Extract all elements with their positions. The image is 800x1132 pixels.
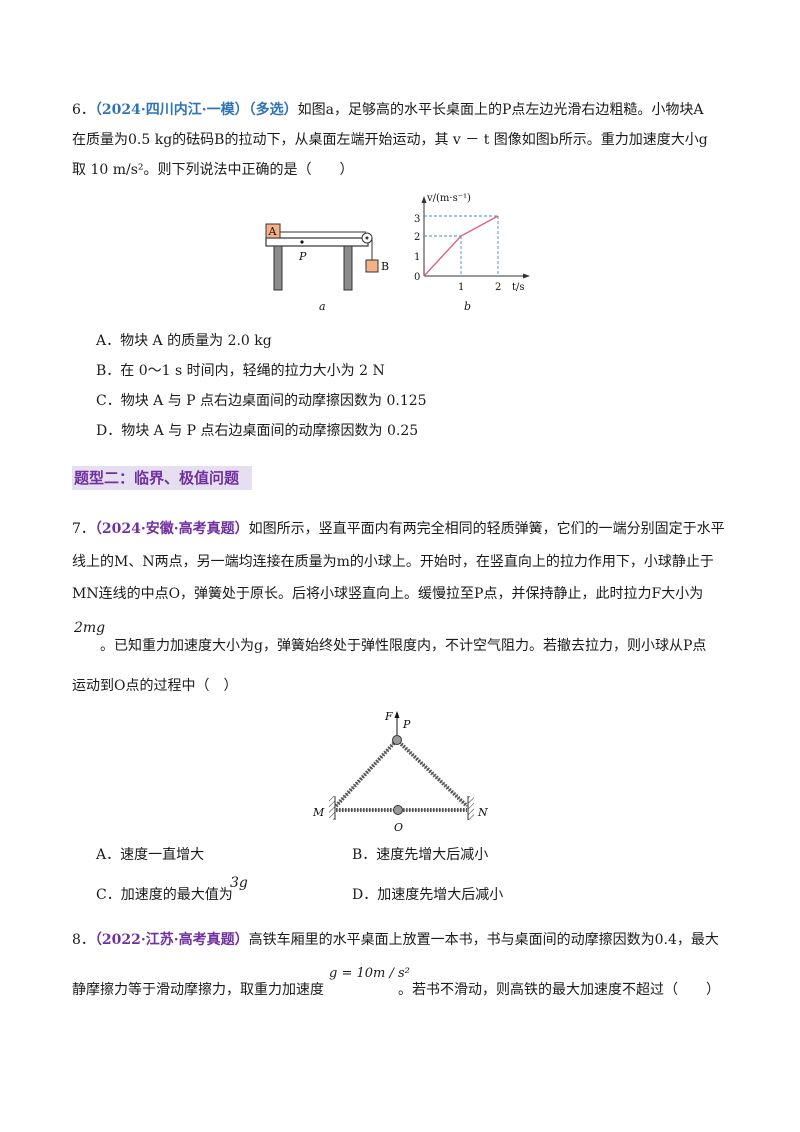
q6-option-c[interactable]: C．物块 A 与 P 点右边桌面间的动摩擦因数为 0.125 — [96, 393, 427, 409]
q7-text-2: 线上的M、N两点，另一端均连接在质量为m的小球上。开始时，在竖直向上的拉力作用下… — [72, 554, 714, 570]
q8-line1: 8．（2022·江苏·高考真题）高铁车厢里的水平桌面上放置一本书，书与桌面间的动… — [72, 930, 719, 950]
block-b-label: B — [381, 260, 389, 273]
q7-number: 7． — [72, 521, 95, 537]
q6-source: （2024·四川内江·一模）（多选） — [94, 102, 298, 118]
q7-option-a[interactable]: A．速度一直增大 — [96, 847, 205, 863]
wall-m — [329, 796, 335, 820]
q6-line1: 6．（2024·四川内江·一模）（多选）如图a，足够高的水平长桌面上的P点左边光… — [72, 100, 704, 120]
force-label: F — [384, 710, 393, 723]
q7-line1: 7．（2024·安徽·高考真题）如图所示，竖直平面内有两完全相同的轻质弹簧，它们… — [72, 519, 725, 539]
q6-option-d[interactable]: D．物块 A 与 P 点右边桌面间的动摩擦因数为 0.25 — [96, 423, 419, 439]
q7-source: （2024·安徽·高考真题） — [94, 521, 249, 537]
label-m: M — [312, 806, 325, 819]
block-a-label: A — [268, 225, 278, 238]
q7-text-4: 。已知重力加速度大小为g，弹簧始终处于弹性限度内，不计空气阻力。若撤去拉力，则小… — [100, 638, 707, 654]
q6-figure-a: A B P a — [265, 223, 389, 313]
q7-option-d[interactable]: D．加速度先增大后减小 — [352, 887, 504, 903]
q7-figure: F P M N O — [312, 710, 488, 834]
y-tick-2: 2 — [414, 232, 420, 243]
spring-right-diagonal — [397, 740, 469, 808]
q6-figure-b: v/(m·s⁻¹) t/s 3 2 1 0 1 2 b — [414, 193, 530, 313]
wall-n — [468, 796, 474, 820]
q8-text-1: 高铁车厢里的水平桌面上放置一本书，书与桌面间的动摩擦因数为0.4，最大 — [248, 932, 719, 948]
q7-text-1: 如图所示，竖直平面内有两完全相同的轻质弹簧，它们的一端分别固定于水平 — [248, 521, 725, 537]
q7-option-c[interactable]: C．加速度的最大值为 3g — [96, 875, 248, 905]
label-o: O — [394, 821, 403, 834]
y-tick-3: 3 — [414, 214, 420, 225]
ball-o — [393, 805, 403, 815]
q6-text-1: 如图a，足够高的水平长桌面上的P点左边光滑右边粗糙。小物块A — [297, 102, 704, 118]
block-b — [365, 259, 379, 273]
q8-text-2b: 。若书不滑动，则高铁的最大加速度不超过（ ） — [398, 982, 720, 998]
q6-text-3: 取 10 m/s²。则下列说法中正确的是（ ） — [72, 162, 354, 178]
x-tick-2: 2 — [495, 282, 501, 293]
q6-number: 6． — [72, 102, 95, 118]
q7-option-c-math: 3g — [230, 875, 248, 891]
label-n: N — [477, 806, 488, 819]
q6-option-b[interactable]: B．在 0～1 s 时间内，轻绳的拉力大小为 2 N — [96, 363, 385, 379]
q8-text-2a: 静摩擦力等于滑动摩擦力，取重力加速度 — [72, 982, 324, 998]
q7-math-2mg: 2mg — [74, 620, 106, 636]
spring-left-diagonal — [334, 740, 397, 808]
point-p — [300, 240, 304, 244]
section-title: 题型二：临界、极值问题 — [74, 469, 240, 487]
point-p-label: P — [298, 250, 307, 263]
table-leg-right — [343, 245, 353, 291]
table-top — [265, 237, 369, 247]
point-p-label: P — [402, 718, 411, 731]
y-tick-1: 1 — [414, 252, 420, 263]
ball-p — [392, 735, 402, 745]
q7-text-5: 运动到O点的过程中（ ） — [72, 678, 238, 694]
q8-line2: 静摩擦力等于滑动摩擦力，取重力加速度 — [72, 980, 324, 1000]
q6-option-a[interactable]: A．物块 A 的质量为 2.0 kg — [96, 333, 272, 349]
y-axis-label: v/(m·s⁻¹) — [426, 193, 471, 204]
x-axis-label: t/s — [512, 282, 525, 293]
block-a — [265, 223, 281, 239]
q8-math-g: g = 10m / s² — [329, 966, 410, 981]
q7-text-3: MN连线的中点O，弹簧处于原长。后将小球竖直向上。缓慢拉至P点，并保持静止，此时… — [72, 586, 704, 602]
table-leg-left — [273, 245, 283, 291]
q7-option-c-text: C．加速度的最大值为 — [96, 887, 233, 903]
q8-number: 8． — [72, 932, 95, 948]
vt-line — [423, 215, 499, 277]
q8-source: （2022·江苏·高考真题） — [94, 932, 249, 948]
x-tick-1: 1 — [458, 282, 464, 293]
q6-text-2: 在质量为0.5 kg的砝码B的拉动下，从桌面左端开始运动，其 v － t 图像如… — [72, 132, 708, 148]
caption-b: b — [464, 300, 471, 313]
section-highlight — [72, 466, 252, 490]
y-tick-0: 0 — [414, 272, 420, 283]
caption-a: a — [319, 300, 326, 313]
q7-option-b[interactable]: B．速度先增大后减小 — [352, 847, 489, 863]
